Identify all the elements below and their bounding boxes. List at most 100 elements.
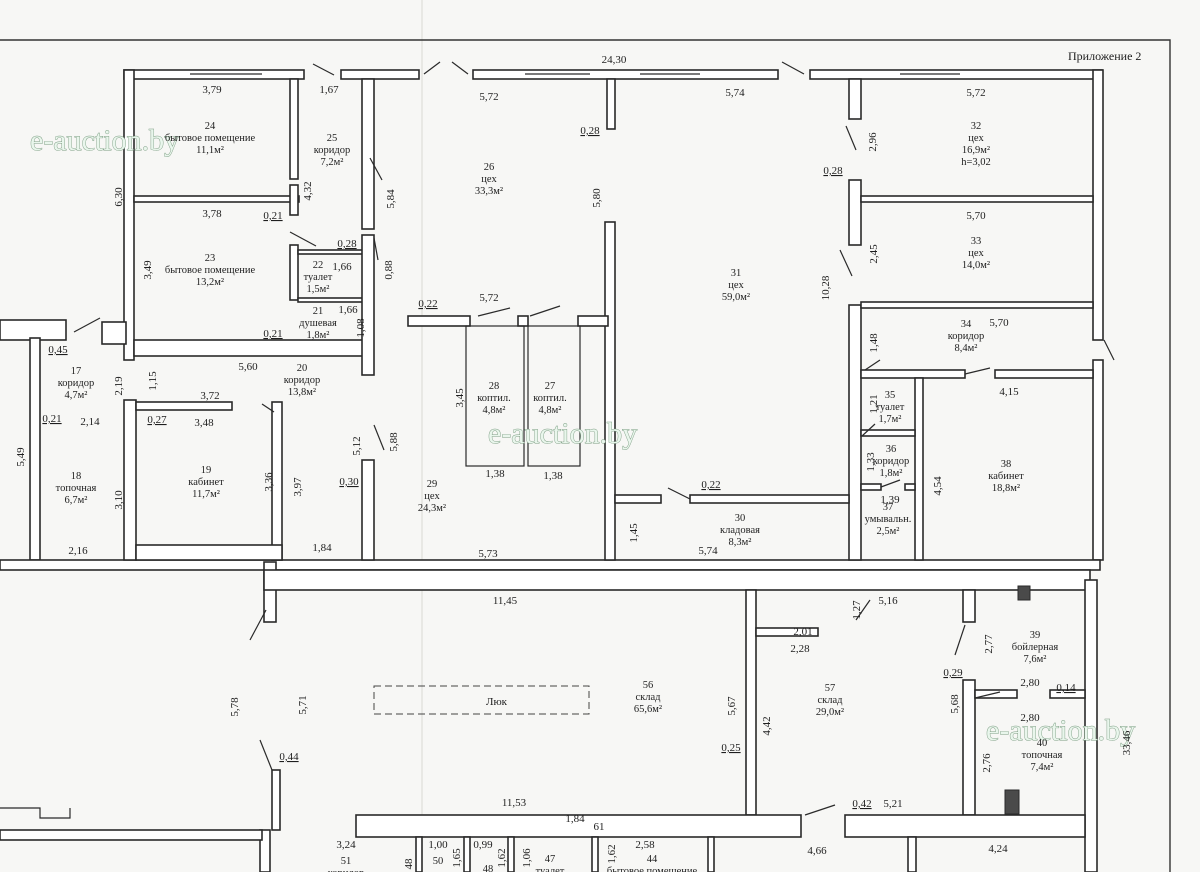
dimension-label: 4,66 <box>807 845 827 857</box>
room-label-line: 31 <box>731 268 742 279</box>
dimension-label: 11,53 <box>502 797 527 809</box>
dimension-label: 0,22 <box>418 298 437 310</box>
room-label-line: 24 <box>205 121 216 132</box>
room-label-line: цех <box>424 491 440 502</box>
dimension-label: 0,28 <box>823 165 843 177</box>
dimension-label: 5,88 <box>388 432 400 452</box>
room-label-line: h=3,02 <box>961 157 991 168</box>
dimension-label: 10,28 <box>820 275 832 300</box>
dimension-label: 5,72 <box>479 292 498 304</box>
dimension-label: 4,32 <box>302 181 314 200</box>
room-label-line: 38 <box>1001 459 1012 470</box>
room-label-line: 13,8м² <box>288 387 316 398</box>
room-label-line: цех <box>968 248 984 259</box>
dimension-label: 4,15 <box>999 386 1019 398</box>
room-label-line: 7,6м² <box>1024 654 1047 665</box>
room-label-line: 4,7м² <box>65 390 88 401</box>
watermarks: e-auction.by e-auction.by e-auction.by <box>30 124 1136 748</box>
room-label-line: цех <box>481 174 497 185</box>
dimension-label: 1,84 <box>312 542 332 554</box>
dimension-label: 2,58 <box>635 839 655 851</box>
dimension-label: 2,80 <box>1020 677 1040 689</box>
room-label-line: 28 <box>489 381 500 392</box>
doors <box>73 61 1115 816</box>
room-label-line: 7,2м² <box>321 157 344 168</box>
dimension-label: 1,33 <box>865 452 877 472</box>
room-label-line: 33,3м² <box>475 186 503 197</box>
dimension-label: 5,72 <box>966 87 985 99</box>
room-label-line: туалет <box>536 866 565 872</box>
dimension-label: 0,25 <box>721 742 741 754</box>
room-label-line: 32 <box>971 121 982 132</box>
room-label-51: 51коридор <box>328 856 365 872</box>
room-label-line: 40 <box>1037 738 1048 749</box>
room-label-line: туалет <box>876 402 905 413</box>
dimension-label: 1,15 <box>147 371 159 391</box>
room-label-line: 11,7м² <box>192 489 220 500</box>
room-label-line: 29 <box>427 479 438 490</box>
room-label-line: 4,8м² <box>539 405 562 416</box>
room-label-line: 57 <box>825 683 836 694</box>
dimension-label: 1,38 <box>543 470 563 482</box>
dimension-label: 2,19 <box>113 376 125 396</box>
room-label-line: 13,2м² <box>196 277 224 288</box>
room-label-line: бытовое помещение <box>165 265 256 276</box>
dimension-label: 3,45 <box>454 388 466 408</box>
room-label-line: 1,8м² <box>307 330 330 341</box>
room-label-line: склад <box>817 695 843 706</box>
room-label-line: 27 <box>545 381 556 392</box>
room-label-line: 33 <box>971 236 982 247</box>
dimension-label: 11,45 <box>493 595 518 607</box>
dimension-label: 1,06 <box>521 848 533 868</box>
dimension-label: 4,42 <box>761 716 773 735</box>
dimension-label: 3,78 <box>202 208 222 220</box>
dimension-label: 1,48 <box>868 333 880 353</box>
room-label-line: 11,1м² <box>196 145 224 156</box>
room-label-line: 20 <box>297 363 308 374</box>
dimension-label: 1,39 <box>880 494 900 506</box>
room-label-line: душевая <box>299 318 337 329</box>
room-label-line: 24,3м² <box>418 503 446 514</box>
dimension-label: 0,28 <box>337 238 357 250</box>
room-label-line: коридор <box>58 378 95 389</box>
room-label-line: 17 <box>71 366 82 377</box>
dimension-label: 1,27 <box>851 600 863 620</box>
dimension-label: 2,45 <box>868 244 880 264</box>
room-label-line: 25 <box>327 133 338 144</box>
dimension-label: 1,65 <box>451 848 463 868</box>
room-label-line: 18,8м² <box>992 483 1020 494</box>
room-label-line: цех <box>968 133 984 144</box>
dimension-label: 0,88 <box>383 260 395 280</box>
dimension-label: 4,54 <box>932 476 944 496</box>
dimension-label: 1,67 <box>319 84 339 96</box>
room-label-line: 35 <box>885 390 896 401</box>
room-label-line: коридор <box>948 331 985 342</box>
dimension-label: 0,21 <box>263 328 282 340</box>
room-label-50: 50 <box>433 856 444 867</box>
dimension-label: 0,99 <box>473 839 493 851</box>
dimension-label: 5,67 <box>726 696 738 716</box>
room-label-line: 44 <box>647 854 658 865</box>
dimension-label: 2,14 <box>80 416 100 428</box>
room-label-line: коридор <box>873 456 910 467</box>
dimension-label: 5,70 <box>966 210 986 222</box>
room-label-line: 7,4м² <box>1031 762 1054 773</box>
dimension-label: 2,77 <box>983 634 995 654</box>
